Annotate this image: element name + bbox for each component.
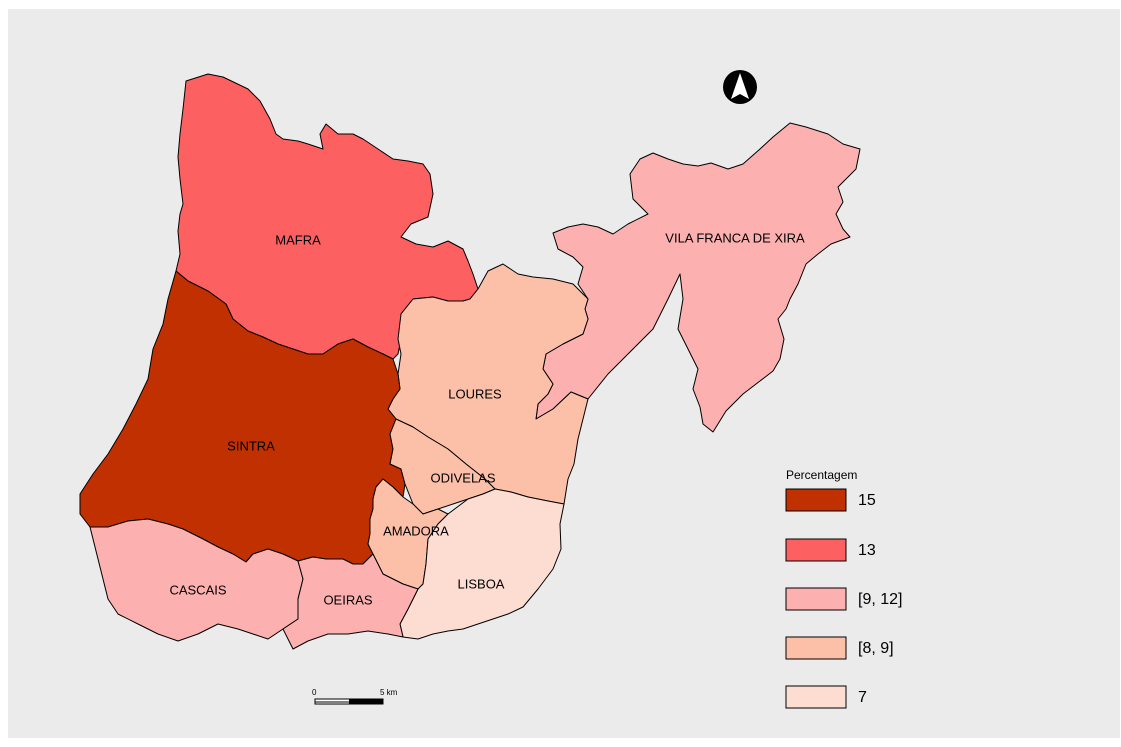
scale-bar: 0 5 km [312, 688, 398, 705]
region-label-lisboa: LISBOA [458, 576, 505, 591]
legend-label: 7 [858, 689, 867, 706]
region-oeiras[interactable] [282, 553, 419, 650]
north-arrow-icon [723, 70, 757, 104]
region-label-loures: LOURES [448, 386, 502, 401]
legend-swatch [785, 685, 847, 709]
legend-swatch [785, 587, 847, 611]
region-label-odivelas: ODIVELAS [430, 470, 495, 485]
map-canvas: MAFRA SINTRA VILA FRANCA DE XIRA LOURES … [8, 9, 1120, 738]
region-vila-franca-de-xira[interactable] [535, 122, 861, 433]
scale-start-label: 0 [312, 688, 317, 697]
region-label-sintra: SINTRA [227, 438, 275, 453]
legend-label: [8, 9] [858, 640, 894, 657]
region-label-cascais: CASCAIS [169, 582, 226, 597]
region-label-amadora: AMADORA [383, 523, 449, 538]
legend-swatch [785, 538, 847, 562]
region-label-mafra: MAFRA [275, 232, 321, 247]
region-odivelas[interactable] [389, 418, 496, 515]
legend: Percentagem 15 13 [9, 12] [8, 9] 7 [785, 468, 902, 709]
scale-end-label: 5 km [380, 688, 398, 697]
legend-title: Percentagem [786, 468, 857, 482]
legend-label: 13 [858, 542, 876, 559]
region-lisboa[interactable] [399, 488, 565, 640]
legend-label: 15 [858, 492, 876, 509]
legend-swatch [785, 636, 847, 660]
region-label-oeiras: OEIRAS [323, 592, 372, 607]
region-label-vila-franca: VILA FRANCA DE XIRA [665, 230, 805, 245]
legend-swatch [785, 488, 847, 512]
legend-label: [9, 12] [858, 591, 902, 608]
map-svg: MAFRA SINTRA VILA FRANCA DE XIRA LOURES … [79, 70, 902, 709]
